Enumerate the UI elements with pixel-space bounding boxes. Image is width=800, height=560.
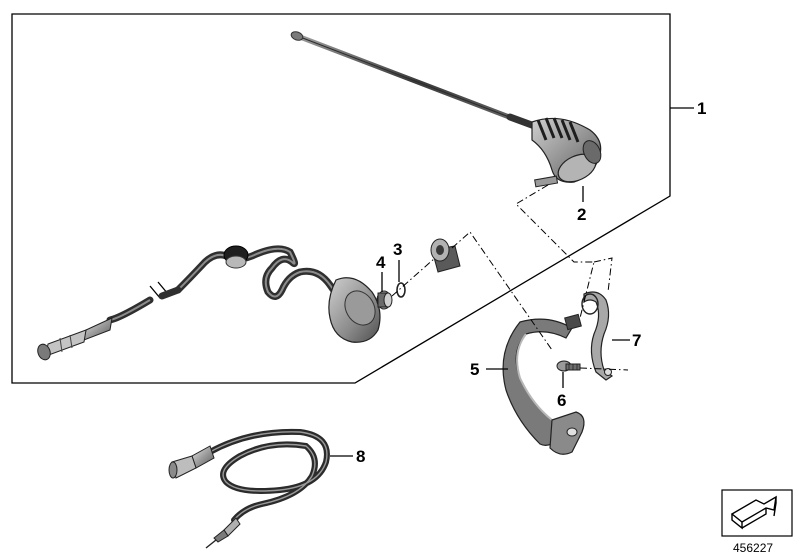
extension-cable-part-8 [168,428,330,549]
antenna-base [531,117,602,188]
callout-3-label: 3 [393,240,402,259]
callout-7-label: 7 [632,331,641,350]
callout-5: 5 [470,360,508,379]
bushing [430,238,461,273]
washer-part-3 [396,282,406,298]
bracket-part-7 [581,291,614,381]
callout-8-label: 8 [356,447,365,466]
callout-1: 1 [670,99,706,118]
antenna-rod [290,31,544,132]
callout-2-label: 2 [577,205,586,224]
callout-6-label: 6 [557,391,566,410]
screw-part-6 [556,360,581,372]
small-ring-part-4 [376,290,393,310]
callout-7: 7 [612,331,641,350]
assembly-lines [391,184,629,371]
callout-4: 4 [376,253,386,292]
callout-1-label: 1 [697,99,706,118]
assembly-frame [11,13,671,384]
callout-2: 2 [577,186,586,224]
callout-5-label: 5 [470,360,479,379]
reference-box: 456227 [721,489,793,555]
callout-3: 3 [393,240,402,282]
callout-6: 6 [557,372,566,410]
callout-8: 8 [330,447,365,466]
antenna-cable [37,245,381,361]
image-reference-number: 456227 [733,541,773,555]
callout-4-label: 4 [376,253,386,272]
direction-arrow-icon [730,495,777,530]
holder-strap-part-5 [502,313,585,455]
